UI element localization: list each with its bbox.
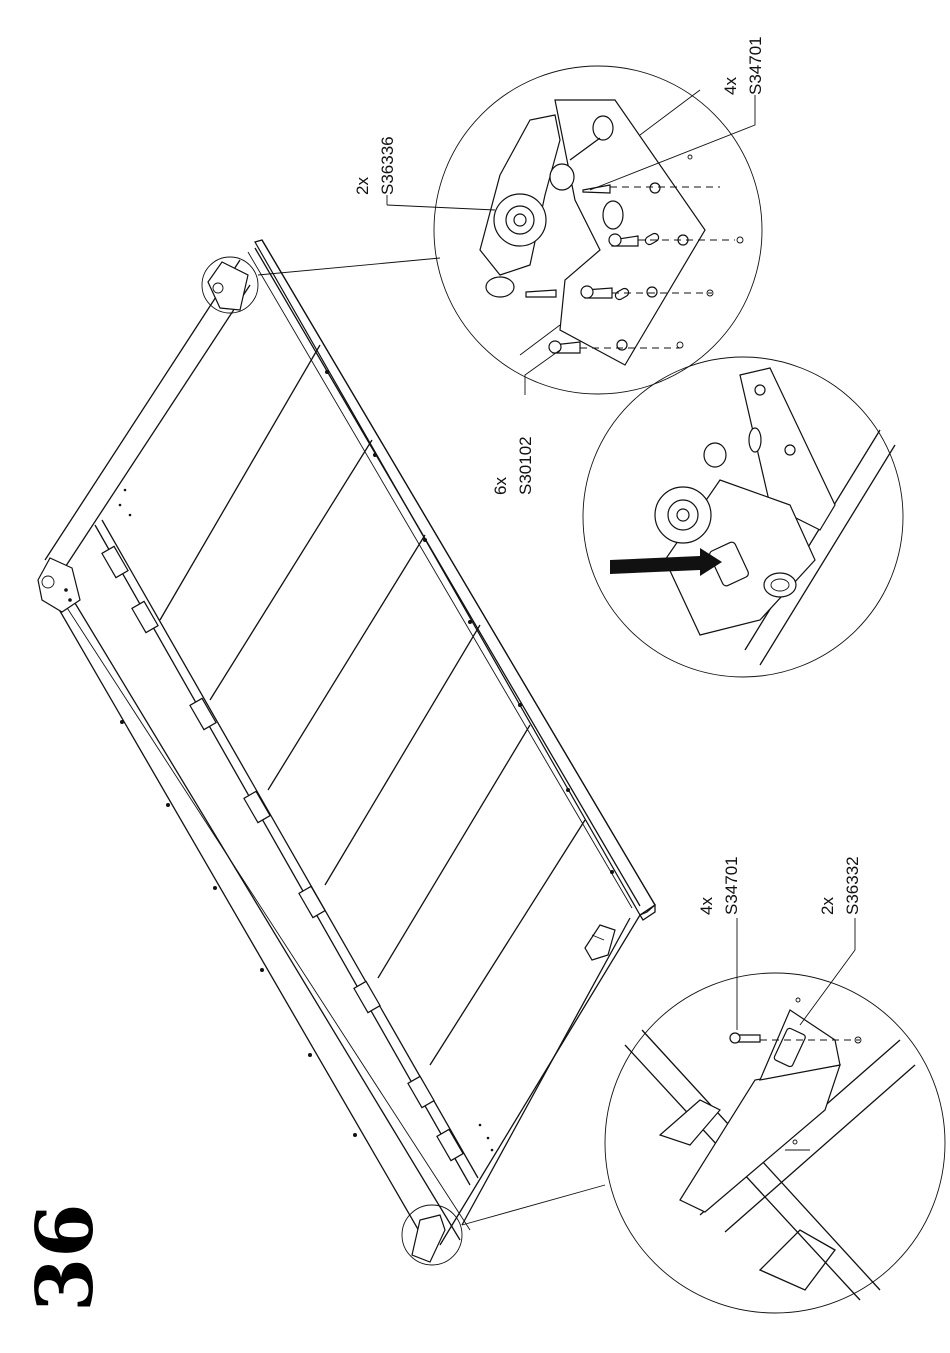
qty-label: 6x (491, 477, 510, 495)
label-S34701-top: 4x S34701 (721, 36, 765, 95)
label-S36336: 2x S36336 (353, 136, 397, 195)
step-number-text: 36 (20, 1203, 111, 1312)
qty-label: 2x (353, 177, 372, 195)
qty-label: 2x (818, 897, 837, 915)
hinge-mounting-plate (555, 100, 705, 365)
push-arrow-icon (610, 548, 722, 576)
part-number-label: S36336 (378, 136, 397, 195)
label-S30102: 6x S30102 (491, 436, 535, 495)
part-number-label: S34701 (746, 36, 765, 95)
part-number-label: S34701 (722, 856, 741, 915)
qty-label: 4x (697, 897, 716, 915)
label-S36332: 2x S36332 (818, 856, 862, 915)
part-number-label: S30102 (516, 436, 535, 495)
push-detail-callout (583, 357, 903, 677)
qty-label: 4x (721, 77, 740, 95)
hinge-detail-callout (202, 66, 762, 395)
step-number: 36 (20, 1203, 111, 1312)
hinge-bracket-icon (38, 558, 80, 612)
rail-dots (119, 370, 614, 1151)
clip-detail-callout (402, 918, 945, 1313)
part-number-label: S36332 (843, 856, 862, 915)
center-rail-plates (102, 546, 463, 1160)
label-S34701-bottom: 4x S34701 (697, 856, 741, 915)
screw-icon (730, 1033, 760, 1043)
bed-frame (38, 240, 655, 1250)
